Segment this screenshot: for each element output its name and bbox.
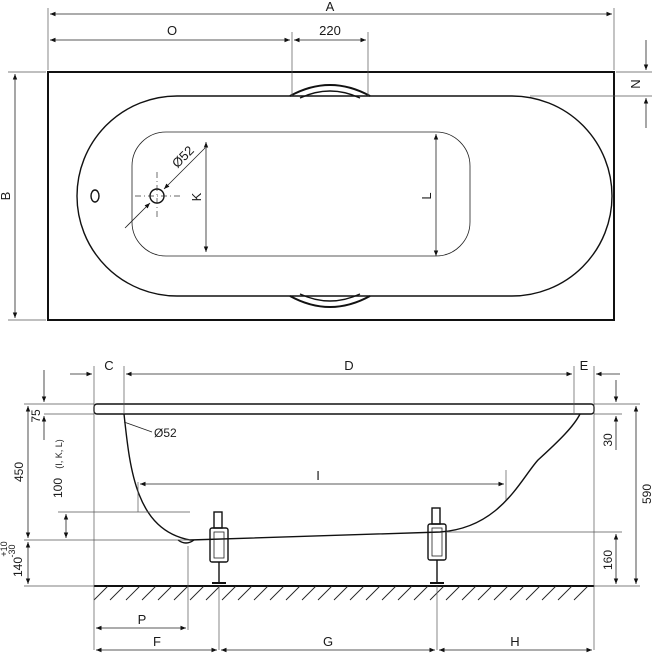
dim-140-minus-label: -30	[7, 544, 17, 557]
dim-h-label: H	[510, 634, 519, 649]
dim-b-label: B	[0, 192, 13, 201]
tub-floor-top	[131, 131, 471, 257]
dim-590-label: 590	[640, 484, 654, 504]
dim-p-label: P	[138, 612, 147, 627]
handle-top	[289, 84, 371, 97]
dim-140-plus-label: +10	[0, 541, 9, 556]
dim-k-label: K	[189, 192, 204, 201]
dim-n-label: N	[628, 79, 643, 88]
tub-body-profile	[123, 413, 581, 541]
left-foot	[209, 511, 229, 584]
dim-220-label: 220	[319, 23, 341, 38]
dim-d-label: D	[344, 358, 353, 373]
dim-diam52-side-label: Ø52	[154, 426, 177, 440]
right-foot	[427, 507, 447, 584]
tub-basin-top	[76, 95, 613, 297]
tub-rim-side	[93, 403, 595, 415]
dim-30-label: 30	[601, 433, 615, 447]
tub-outline-top	[47, 71, 615, 321]
dim-i-label: I	[316, 468, 320, 483]
overflow-icon	[90, 189, 100, 203]
dim-f-label: F	[153, 634, 161, 649]
dim-160-label: 160	[601, 550, 615, 570]
handle-bottom-inner	[299, 293, 361, 302]
dim-e-label: E	[580, 358, 589, 373]
dim-450-label: 450	[12, 462, 26, 482]
dim-o-label: O	[167, 23, 177, 38]
side-view: C D E 75 450 100 (I, K, L) 140 +10 -30 Ø…	[0, 358, 654, 653]
top-view: A O 220 N B K L Ø52	[0, 0, 652, 321]
dim-75-label: 75	[29, 409, 43, 423]
handle-top-inner	[299, 90, 361, 99]
dim-l-label: L	[419, 192, 434, 199]
dim-a-label: A	[326, 0, 335, 14]
dim-g-label: G	[323, 634, 333, 649]
dim-c-label: C	[104, 358, 113, 373]
dim-100-label: 100	[51, 478, 65, 498]
handle-bottom	[289, 295, 371, 308]
dim-diam52-top-label: Ø52	[169, 143, 197, 171]
floor-hatch	[93, 585, 589, 601]
dim-140-label: 140	[11, 557, 25, 577]
dim-100-sub-label: (I, K, L)	[54, 439, 64, 469]
